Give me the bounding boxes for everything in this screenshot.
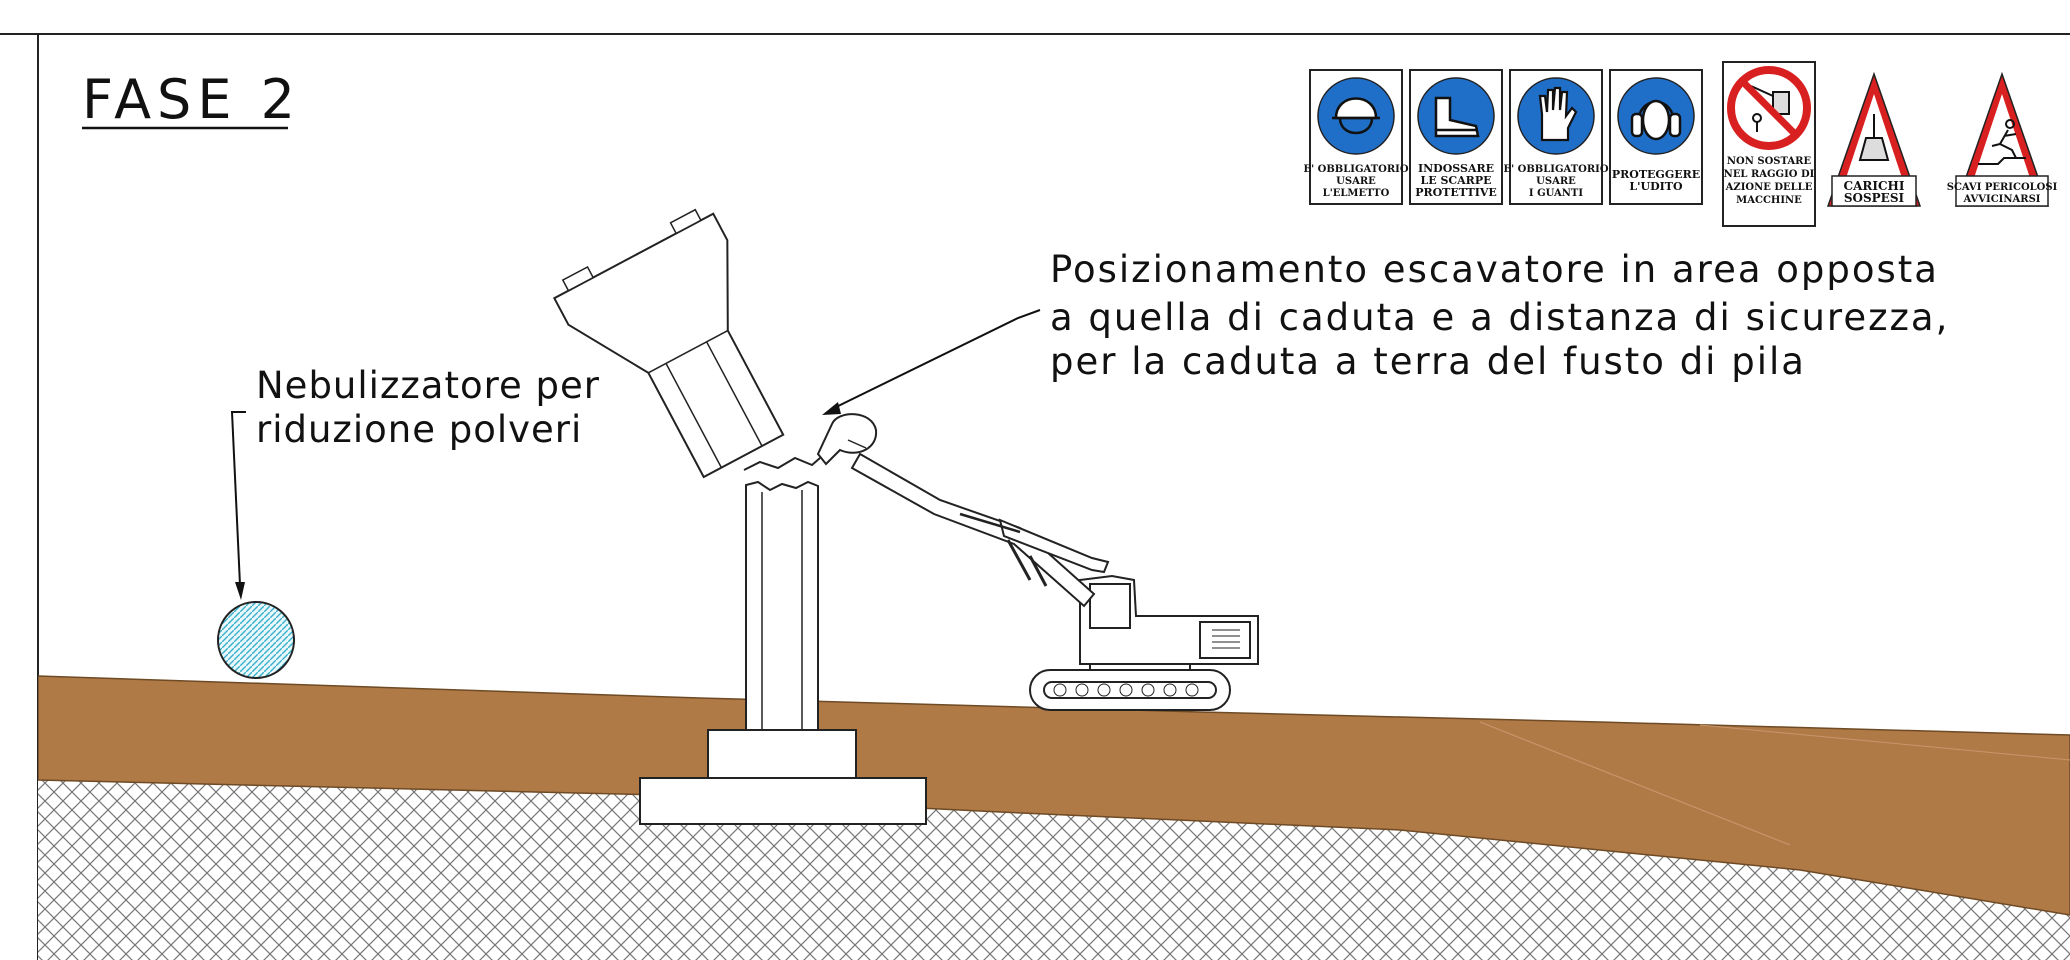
nebulizer-arrowhead bbox=[235, 582, 245, 600]
ear-protection-icon bbox=[1630, 99, 1682, 141]
excavator-label-line3: per la caduta a terra del fusto di pila bbox=[1050, 340, 1806, 383]
sign-ear-line2: L'UDITO bbox=[1629, 180, 1683, 193]
nebulizer-label-line2: riduzione polveri bbox=[256, 408, 582, 451]
dangerous-excavation-icon bbox=[1978, 119, 2026, 165]
gloves-icon bbox=[1538, 86, 1578, 142]
sign-boots-line3: PROTETTIVE bbox=[1415, 186, 1497, 199]
helmet-icon bbox=[1332, 97, 1380, 135]
excavator-annotation: Posizionamento escavatore in area oppost… bbox=[822, 248, 1949, 415]
sign-gloves-line2: USARE bbox=[1536, 176, 1576, 187]
excavator bbox=[816, 413, 1259, 711]
sign-dangerous-excavation: SCAVI PERICOLOSI AVVICINARSI bbox=[1947, 71, 2058, 207]
no-standing-machine-icon bbox=[1750, 85, 1790, 132]
sign-loads-line2: SOSPESI bbox=[1844, 191, 1905, 205]
sign-no-standing-line1: NON SOSTARE bbox=[1727, 156, 1812, 167]
excavator-leader-line bbox=[829, 309, 1041, 411]
pier-stump bbox=[743, 456, 821, 731]
sign-suspended-loads: CARICHI SOSPESI bbox=[1826, 71, 1922, 207]
sign-helmet: E' OBBLIGATORIO USARE L'ELMETTO bbox=[1303, 69, 1409, 205]
suspended-load-icon bbox=[1858, 114, 1890, 161]
safety-signs: E' OBBLIGATORIO USARE L'ELMETTO INDOSSAR… bbox=[1303, 61, 2058, 227]
phase-title-text: FASE 2 bbox=[82, 68, 301, 131]
sign-ear-line1: PROTEGGERE bbox=[1612, 168, 1700, 181]
sign-no-standing-line2: NEL RAGGIO DI bbox=[1724, 169, 1815, 180]
falling-pier-head bbox=[552, 208, 785, 479]
sign-no-standing-line3: AZIONE DELLE bbox=[1725, 182, 1813, 193]
sign-boots-line1: INDOSSARE bbox=[1418, 162, 1494, 175]
sign-excavation-line2: AVVICINARSI bbox=[1963, 194, 2041, 205]
sign-loads-line1: CARICHI bbox=[1844, 179, 1905, 193]
sign-helmet-line3: L'ELMETTO bbox=[1323, 188, 1390, 199]
nebulizer-leader-line bbox=[230, 411, 246, 586]
sign-gloves: E' OBBLIGATORIO USARE I GUANTI bbox=[1503, 69, 1609, 205]
sign-no-standing-line4: MACCHINE bbox=[1736, 195, 1802, 206]
sign-helmet-line1: E' OBBLIGATORIO bbox=[1303, 164, 1408, 175]
sign-ear-protection: PROTEGGERE L'UDITO bbox=[1609, 69, 1703, 205]
pier-foundation bbox=[639, 729, 927, 825]
nebulizer-label-line1: Nebulizzatore per bbox=[256, 364, 600, 407]
phase-title: FASE 2 bbox=[82, 68, 301, 131]
nebulizer-annotation: Nebulizzatore per riduzione polveri bbox=[230, 364, 600, 600]
sign-no-standing: NON SOSTARE NEL RAGGIO DI AZIONE DELLE M… bbox=[1722, 61, 1816, 227]
sign-boots: INDOSSARE LE SCARPE PROTETTIVE bbox=[1409, 69, 1503, 205]
sign-helmet-line2: USARE bbox=[1336, 176, 1376, 187]
subsoil-hatched bbox=[38, 780, 2070, 960]
excavator-arrowhead bbox=[822, 402, 841, 415]
excavator-label-line1: Posizionamento escavatore in area oppost… bbox=[1050, 248, 1939, 291]
sign-boots-line2: LE SCARPE bbox=[1421, 174, 1492, 187]
excavator-label-line2: a quella di caduta e a distanza di sicur… bbox=[1050, 296, 1949, 339]
sign-gloves-line1: E' OBBLIGATORIO bbox=[1503, 164, 1608, 175]
sign-excavation-line1: SCAVI PERICOLOSI bbox=[1947, 182, 2058, 193]
boots-icon bbox=[1434, 96, 1480, 138]
track-rollers bbox=[1053, 683, 1199, 697]
sign-gloves-line3: I GUANTI bbox=[1529, 188, 1583, 199]
nebulizer bbox=[217, 601, 295, 679]
